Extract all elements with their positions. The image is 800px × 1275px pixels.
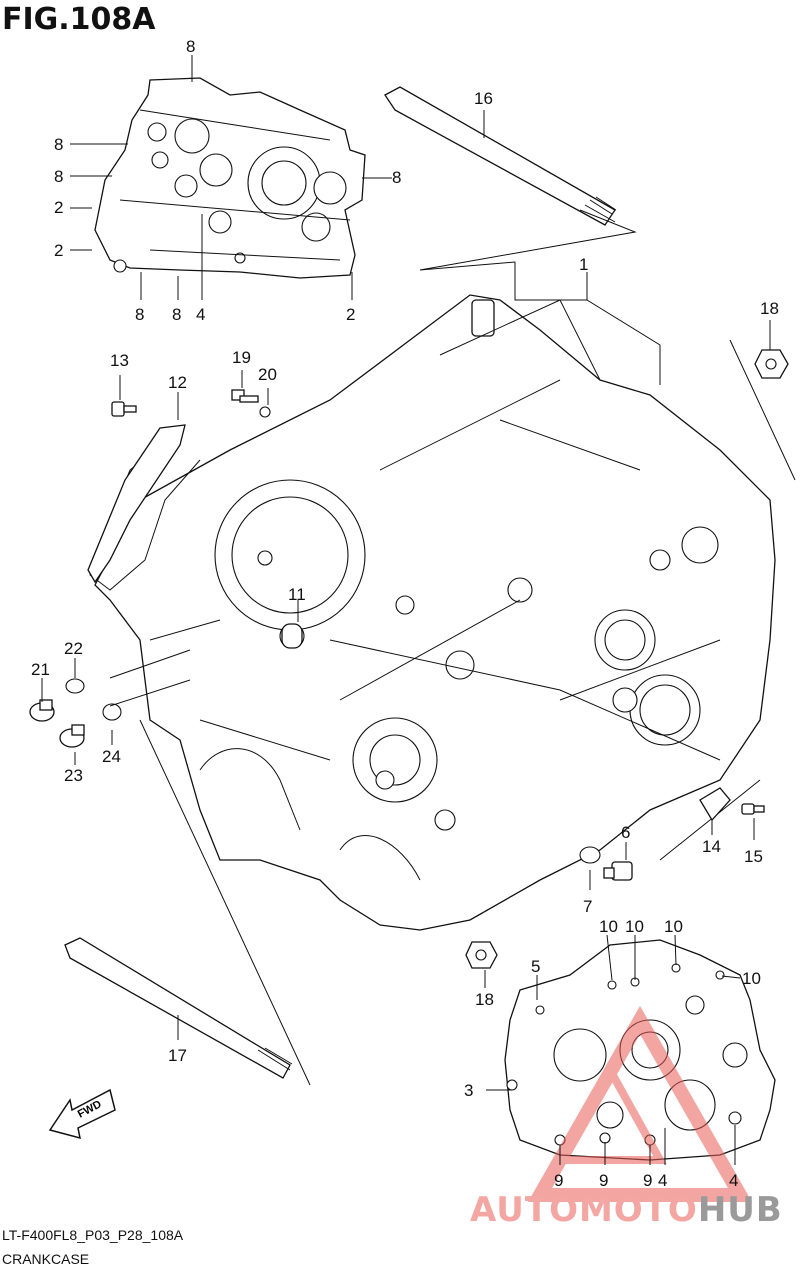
callout-label: 10 bbox=[599, 917, 618, 936]
part-number-labels: 1 2 2 2 3 4 4 4 5 6 7 8 8 8 8 8 8 8 9 9 … bbox=[31, 37, 779, 1190]
forward-arrow-icon: FWD bbox=[48, 1088, 116, 1140]
callout-label: 23 bbox=[64, 766, 83, 785]
gasket-24 bbox=[102, 703, 122, 721]
callout-label: 10 bbox=[625, 917, 644, 936]
callout-label: 11 bbox=[288, 585, 306, 604]
main-crankcase bbox=[89, 294, 776, 931]
nut-18-upper bbox=[754, 349, 789, 379]
callout-label: 6 bbox=[621, 823, 630, 842]
drawing-code: LT-F400FL8_P03_P28_108A bbox=[2, 1227, 184, 1243]
oring-20 bbox=[259, 406, 271, 418]
callout-label: 15 bbox=[744, 847, 763, 866]
callout-label: 2 bbox=[346, 305, 355, 324]
callout-label: 18 bbox=[475, 990, 494, 1009]
callout-label: 4 bbox=[196, 305, 205, 324]
callout-label: 19 bbox=[232, 348, 251, 367]
bolt-16 bbox=[384, 86, 617, 226]
watermark-text-a: AUTOMOTO bbox=[470, 1190, 698, 1230]
fitting-19 bbox=[231, 389, 259, 403]
gasket-7 bbox=[579, 846, 601, 864]
bracket-14 bbox=[699, 787, 731, 822]
watermark: AUTOMOTOHUB bbox=[470, 1190, 783, 1230]
callout-label: 9 bbox=[643, 1171, 652, 1190]
bolt-6 bbox=[603, 861, 633, 881]
plug-23 bbox=[59, 724, 85, 748]
callout-label: 16 bbox=[474, 89, 493, 108]
callout-label: 8 bbox=[54, 135, 63, 154]
callout-label: 2 bbox=[54, 198, 63, 217]
callout-label: 4 bbox=[658, 1171, 667, 1190]
callout-label: 24 bbox=[102, 747, 121, 766]
bolt-13 bbox=[111, 401, 137, 417]
gasket-12 bbox=[87, 424, 186, 584]
callout-label: 8 bbox=[172, 305, 181, 324]
dowel-11 bbox=[281, 623, 303, 649]
callout-label: 1 bbox=[579, 255, 588, 274]
callout-label: 8 bbox=[392, 168, 401, 187]
callout-label: 10 bbox=[742, 969, 761, 988]
callout-label: 8 bbox=[54, 167, 63, 186]
callout-label: 9 bbox=[599, 1171, 608, 1190]
callout-label: 21 bbox=[31, 660, 50, 679]
callout-label: 20 bbox=[258, 365, 277, 384]
callout-label: 3 bbox=[464, 1081, 473, 1100]
upper-crankcase-half-detail bbox=[94, 77, 366, 279]
callout-label: 9 bbox=[554, 1171, 563, 1190]
callout-label: 7 bbox=[583, 897, 592, 916]
callout-label: 22 bbox=[64, 639, 83, 658]
bolt-15 bbox=[741, 803, 765, 815]
callout-label: 8 bbox=[186, 37, 195, 56]
callout-label: 17 bbox=[168, 1046, 187, 1065]
callout-label: 4 bbox=[729, 1171, 738, 1190]
part-name: CRANKCASE bbox=[2, 1251, 90, 1267]
watermark-text-b: HUB bbox=[697, 1190, 783, 1230]
bolt-17 bbox=[64, 937, 293, 1079]
callout-label: 13 bbox=[110, 351, 129, 370]
gasket-22 bbox=[65, 678, 85, 694]
callout-label: 18 bbox=[760, 299, 779, 318]
plug-21 bbox=[29, 699, 55, 722]
callout-label: 14 bbox=[702, 837, 721, 856]
nut-18-lower bbox=[465, 941, 498, 969]
callout-label: 2 bbox=[54, 241, 63, 260]
watermark-logo-icon bbox=[527, 1005, 753, 1202]
callout-label: 10 bbox=[664, 917, 683, 936]
callout-label: 5 bbox=[531, 957, 540, 976]
callout-label: 8 bbox=[135, 305, 144, 324]
figure-title: FIG.108A bbox=[2, 2, 156, 37]
leader-lines bbox=[41, 55, 796, 1165]
callout-label: 12 bbox=[168, 373, 187, 392]
